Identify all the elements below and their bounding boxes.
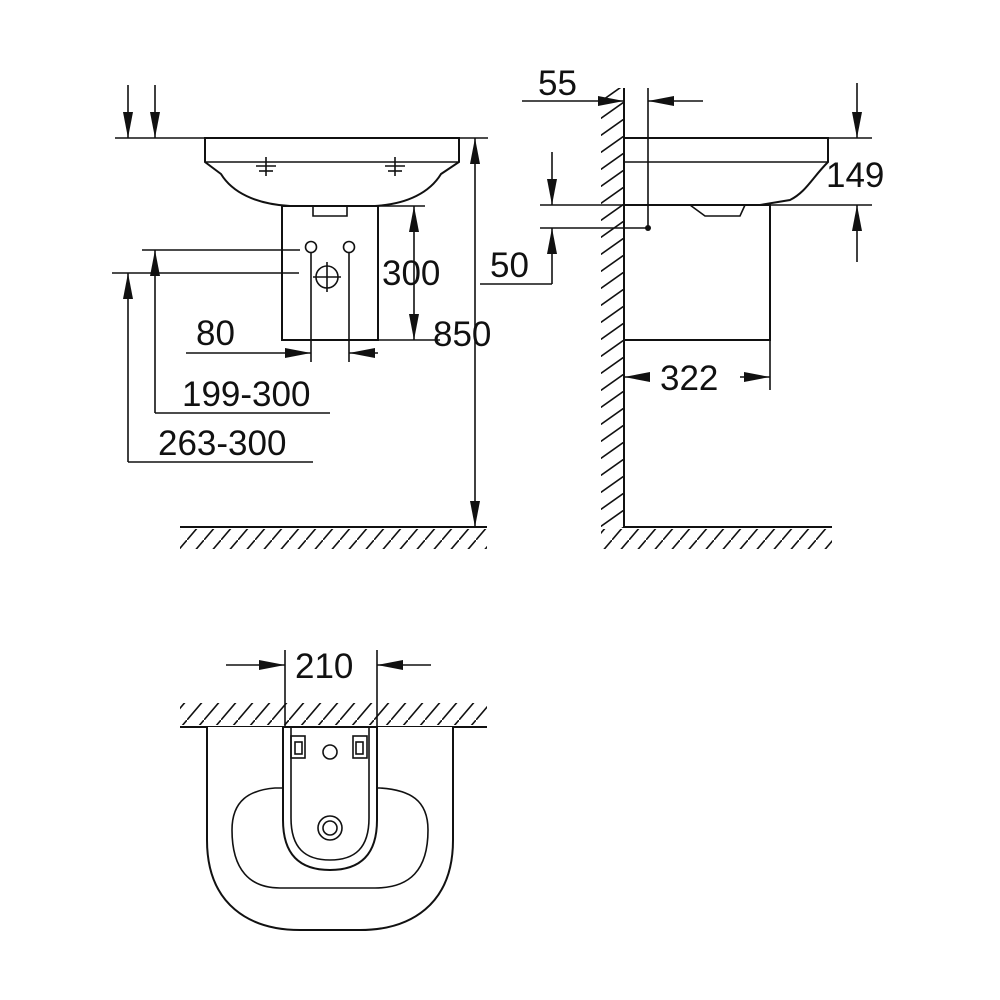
dim-850: 850 bbox=[433, 315, 491, 354]
front-floor bbox=[180, 526, 487, 549]
side-basin bbox=[623, 137, 829, 206]
dim-80: 80 bbox=[196, 314, 235, 353]
tap-hole-left-icon bbox=[256, 157, 276, 176]
top-pedestal bbox=[282, 726, 378, 872]
dim-210: 210 bbox=[295, 647, 353, 686]
dim-50: 50 bbox=[490, 246, 529, 285]
front-view: 850 300 80 199-300 263-300 bbox=[112, 85, 491, 549]
side-view: 55 149 50 322 bbox=[480, 64, 884, 549]
side-wall bbox=[601, 88, 625, 528]
dim-263-300: 263-300 bbox=[158, 424, 286, 463]
dim-199-300: 199-300 bbox=[182, 375, 310, 414]
dim-322: 322 bbox=[660, 359, 718, 398]
tap-hole-right-icon bbox=[385, 157, 405, 176]
side-floor bbox=[601, 526, 832, 549]
top-wall bbox=[180, 703, 487, 728]
dim-55: 55 bbox=[538, 64, 577, 103]
top-view: 210 bbox=[180, 647, 487, 931]
side-pedestal bbox=[623, 204, 771, 341]
dim-300: 300 bbox=[382, 254, 440, 293]
dim-149: 149 bbox=[826, 156, 884, 195]
front-basin bbox=[204, 137, 460, 207]
